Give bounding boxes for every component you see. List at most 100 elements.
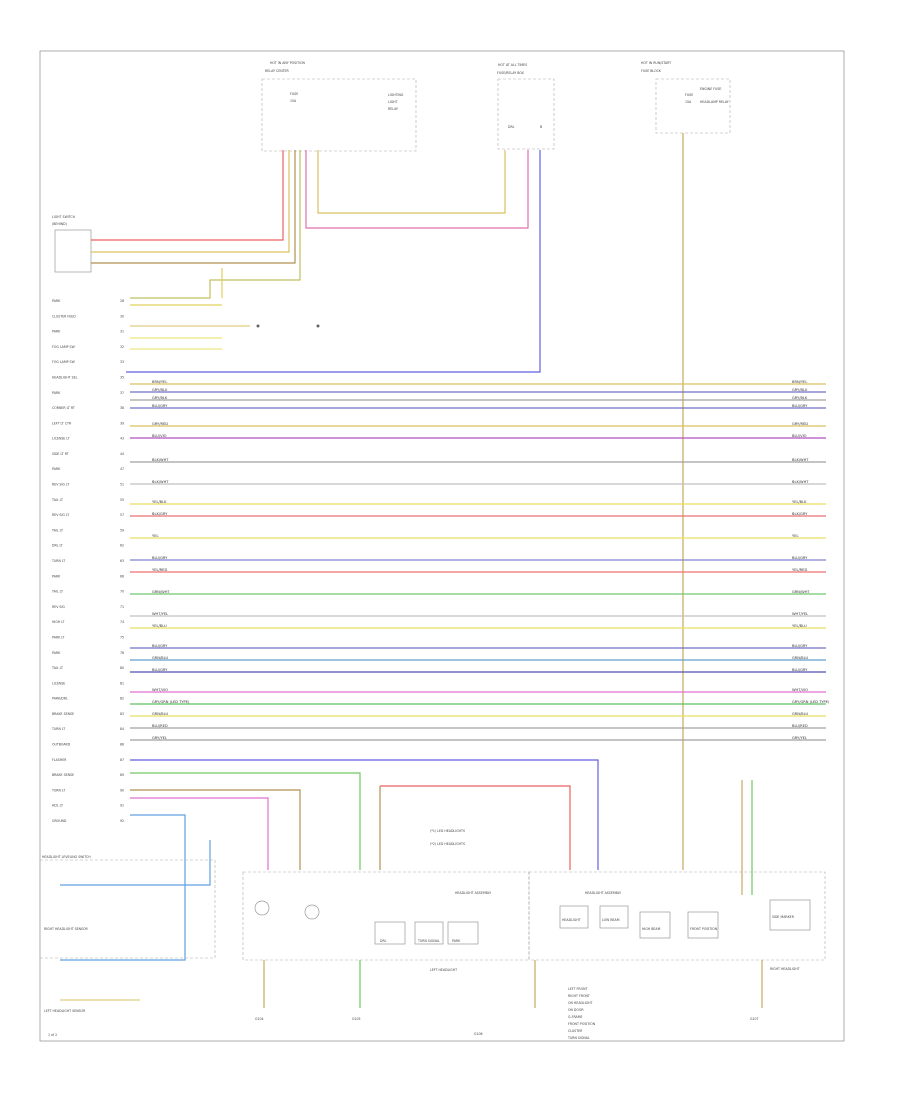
svg-text:LIGHT: LIGHT [388,100,398,104]
wire-code-right: YEL/RED [792,568,807,572]
svg-text:HEADLIGHT ASSEMBLY: HEADLIGHT ASSEMBLY [585,891,621,895]
wire-code-left: BRN/YEL [152,380,167,384]
module-connector-pin: 90 [120,788,124,792]
bottom-legend: LEFT FRONT RIGHT FRONT ON HEADLIGHT ON D… [567,987,596,1040]
module-connector-pin: 47 [120,467,124,471]
module-connector-pin: 32 [120,345,124,349]
svg-text:15A: 15A [290,99,297,103]
module-connector-label: TAIL LT [51,590,63,594]
module-connector-label: HIGH LT [52,620,65,624]
wire-code-right: BLU/RED [792,724,808,728]
top-component-left: HOT IN ANY POSITION RELAY CENTER LIGHTIN… [261,61,417,152]
svg-text:RELAY: RELAY [388,107,398,111]
module-connector-pin: 74 [120,620,124,624]
module-connector-pin: 62 [120,544,124,548]
module-connector-label: LEFT LT CTR [52,421,72,425]
wire-code-right: BRN/YEL [792,380,807,384]
svg-text:PARK: PARK [452,939,461,943]
wire-code-left: YEL/RED [152,568,167,572]
wire-code-left: GRY/RED [152,422,168,426]
svg-text:HEADLIGHT ASSEMBLY: HEADLIGHT ASSEMBLY [455,891,491,895]
svg-text:B: B [540,125,542,129]
wire-code-right: YEL/BLK [792,500,807,504]
svg-text:LIGHT SWITCH: LIGHT SWITCH [52,215,76,219]
module-connector-pin: 51 [120,483,124,487]
module-connector-label: HEADLIGHT SEL [52,375,78,379]
wire-code-left: BLK/WHT [152,480,169,484]
ground-wires [263,960,763,1008]
svg-text:G105: G105 [352,1017,361,1021]
wire-code-right: GRN/BLU [792,656,808,660]
module-connector-label: BRAKE SENSE [52,773,74,777]
light-switch: LIGHT SWITCH (BEHIND) [52,215,92,273]
wire-code-right: BLU/GRY [792,668,808,672]
wire-code-right: WHT/YEL [792,612,808,616]
svg-text:RELAY CENTER: RELAY CENTER [265,69,290,73]
module-connector-pin: 30 [120,314,124,318]
module-connector-pin: 63 [120,559,124,563]
module-connector-label: OUTBOARD [52,743,71,747]
wire-code-left: YEL/BLU [152,624,167,628]
module-connector-label: TAIL LT [51,528,63,532]
svg-text:HIGH BEAM: HIGH BEAM [642,927,661,931]
svg-text:FUSE: FUSE [290,92,298,96]
svg-text:RIGHT HEADLIGHT SENSOR: RIGHT HEADLIGHT SENSOR [44,927,89,931]
wire-code-left: BLU/GRY [152,668,168,672]
module-connector-pin: 59 [120,528,124,532]
wire-code-left: GRY/YEL [152,736,167,740]
wire-code-right: WHT/VIO [792,688,808,692]
wire-code-left: BLU/GRY [152,556,168,560]
module-connector-label: GROUND [52,819,67,823]
top-component-right: HOT IN RUN/START FUSE BLOCK ENGINE FUSE … [641,61,731,134]
module-connector-label: FOG LAMP SW [52,360,76,364]
module-connector-pin: 57 [120,513,124,517]
svg-text:TURN SIGNAL: TURN SIGNAL [417,939,440,943]
wire-code-left: BLU/VIO [152,434,167,438]
diagram-frame [39,50,845,1042]
svg-text:RIGHT HEADLIGHT: RIGHT HEADLIGHT [770,967,800,971]
wire-code-left: GRY/GRN (LED TYPE) [152,700,190,704]
module-connector-label: PARK/DRL [52,697,68,701]
wire-code-right: BLK/WHT [792,480,809,484]
module-connector-pin: 37 [120,391,124,395]
left-headlight-assembly: HEADLIGHT ASSEMBLY DRL TURN SIGNAL PARK … [242,871,530,972]
module-connector-label: REV SIG LT [52,483,69,487]
module-connector-pin: 86 [120,743,124,747]
wire-code-left: GRY/BLK [152,396,168,400]
svg-text:FRONT POSITION: FRONT POSITION [690,927,718,931]
svg-text:FUSE BLOCK: FUSE BLOCK [641,69,662,73]
svg-text:ENGINE FUSE: ENGINE FUSE [700,87,721,91]
top-component-middle: HOT AT ALL TIMES FUSE/RELAY BOX DRL B [497,63,555,150]
wire-code-right: BLU/GRY [792,644,808,648]
module-connector-pin: 82 [120,697,124,701]
wire-code-right: BLK/GRY [792,512,808,516]
svg-text:LEFT HEADLIGHT: LEFT HEADLIGHT [430,968,457,972]
svg-text:15A: 15A [685,100,692,104]
module-connector-label: REV SIG [52,605,65,609]
module-connector-label: PARK [52,299,61,303]
wire-code-left: WHT/YEL [152,612,168,616]
wire-code-right: YEL/BLU [792,624,807,628]
wire-code-left: BLK/WHT [152,458,169,462]
module-connector-pin: 39 [120,421,124,425]
wire-code-left: GRN/BLU [152,712,168,716]
module-connector-pin: 75 [120,635,124,639]
svg-text:SIDE MARKER: SIDE MARKER [772,915,795,919]
wire-code-left: YEL/BLK [152,500,167,504]
module-connector-pin: 83 [120,712,124,716]
svg-text:HOT IN RUN/START: HOT IN RUN/START [641,61,671,65]
wire-code-left: BLU/GRY [152,644,168,648]
module-connector-label: CLUSTER FEED [52,314,76,318]
module-connector-label: BRAKE SENSE [52,712,74,716]
module-connector-pin: 44 [120,452,124,456]
module-connector-label: PARK [52,330,61,334]
lower-wires [60,759,753,961]
module-connector-pin: 92 [120,819,124,823]
left-bottom-sensors: HEADLIGHT LEVELING SWITCH RIGHT HEADLIGH… [39,855,216,1013]
svg-text:G-FRAME: G-FRAME [568,1015,582,1019]
module-connector-pin: 38 [120,406,124,410]
svg-text:LOW BEAM: LOW BEAM [602,918,620,922]
wire-code-right: YEL [792,534,798,538]
module-connector-label: FLASHER [52,758,67,762]
svg-text:FUSE: FUSE [685,93,693,97]
